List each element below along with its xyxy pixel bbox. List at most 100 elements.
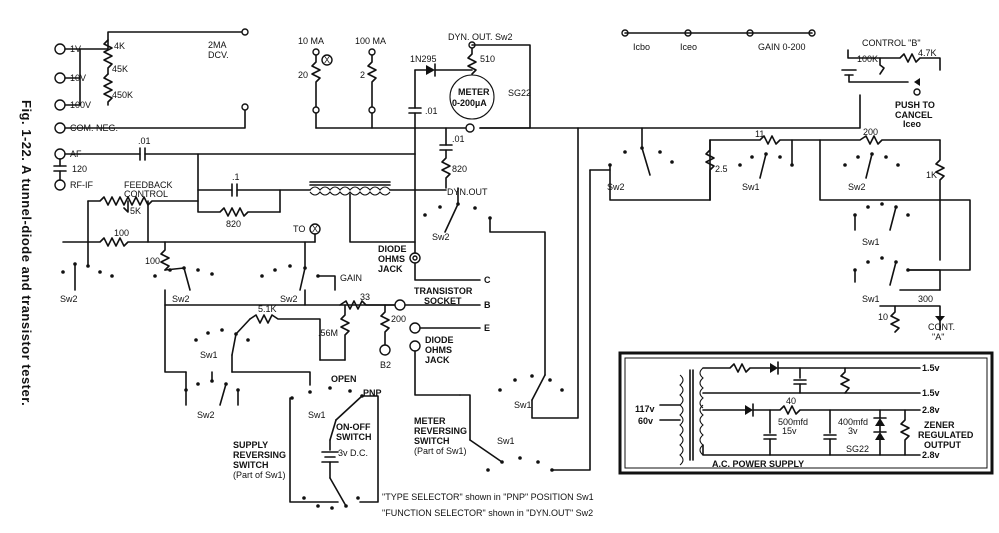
label-diode-1: DIODE bbox=[378, 244, 407, 254]
meter-reversing: METER REVERSING SWITCH (Part of Sw1) Sw1… bbox=[414, 127, 591, 472]
svg-text:X: X bbox=[312, 224, 318, 234]
switch-sw1-g: Sw1 bbox=[853, 256, 910, 304]
right-range-section: Icbo Iceo GAIN 0-200 CONTROL "B" 100K 4.… bbox=[577, 29, 971, 342]
current-shunts: 2MA DCV. 10 MA 100 MA X 20 2 bbox=[208, 36, 471, 129]
label-gain-0-200: GAIN 0-200 bbox=[758, 42, 806, 52]
note-function-selector: "FUNCTION SELECTOR" shown in "DYN.OUT" S… bbox=[382, 508, 593, 518]
label-r2: 2 bbox=[360, 70, 365, 80]
control-label: CONTROL bbox=[124, 189, 168, 199]
label-socket: SOCKET bbox=[424, 296, 462, 306]
meter-0-200ua bbox=[449, 74, 495, 120]
label-60v: 60v bbox=[638, 416, 653, 426]
coupling-transformer bbox=[309, 186, 391, 191]
label-meter-rev: METER bbox=[414, 416, 446, 426]
label-dcv: DCV. bbox=[208, 50, 229, 60]
label-r4-7k: 4.7K bbox=[918, 48, 937, 58]
supply-reversing: Sw2 OPEN PNP Sw1 ON-OFF SWITCH 3v D.C. S… bbox=[184, 371, 594, 518]
label-c01a: .01 bbox=[425, 106, 438, 116]
label-r2-5: 2.5 bbox=[715, 164, 728, 174]
input-terminals: 1V 10V 100V COM. NEG. AF RF-IF 120 4K 45… bbox=[53, 28, 249, 191]
switch-sw1-c: Sw1 bbox=[498, 374, 564, 410]
switch-sw2-f: Sw2 bbox=[607, 127, 674, 192]
label-sw1-c: Sw1 bbox=[514, 400, 532, 410]
label-out-4: 2.8v bbox=[922, 450, 940, 460]
label-c500v: 15v bbox=[782, 426, 797, 436]
label-r820-meter: 820 bbox=[452, 164, 467, 174]
label-r5-1k: 5.1K bbox=[258, 304, 277, 314]
label-output: OUTPUT bbox=[924, 440, 962, 450]
label-c: C bbox=[484, 275, 491, 285]
node-com bbox=[241, 103, 249, 111]
x-marker bbox=[321, 54, 333, 66]
label-1n295: 1N295 bbox=[410, 54, 437, 64]
switch-sw2-b: Sw2 bbox=[153, 266, 214, 304]
label-part-sw1: (Part of Sw1) bbox=[233, 470, 286, 480]
label-r100a: 100 bbox=[114, 228, 129, 238]
label-b2: B2 bbox=[380, 360, 391, 370]
meter-range: 0-200µA bbox=[452, 98, 487, 108]
label-diode-2: DIODE bbox=[425, 335, 454, 345]
feedback-network: .01 .1 820 FEEDBACK CONTROL 5K 100 100 T… bbox=[62, 136, 447, 271]
meter-label: METER bbox=[458, 87, 490, 97]
feedback-label: FEEDBACK bbox=[124, 180, 173, 190]
note-type-selector: "TYPE SELECTOR" shown in "PNP" POSITION … bbox=[382, 492, 594, 502]
terminal-100v bbox=[54, 99, 66, 111]
label-sg22-ps: SG22 bbox=[846, 444, 869, 454]
svg-text:X: X bbox=[324, 55, 330, 65]
switch-sw2-a: Sw2 bbox=[60, 241, 114, 304]
terminal-af bbox=[54, 148, 66, 160]
label-gain: GAIN bbox=[340, 273, 362, 283]
label-rf-if: RF-IF bbox=[70, 180, 93, 190]
label-batt: 3v D.C. bbox=[338, 448, 368, 458]
switch-sw1-d: Sw1 bbox=[469, 436, 554, 472]
label-reversing: REVERSING bbox=[233, 450, 286, 460]
label-r300: 300 bbox=[918, 294, 933, 304]
left-switch-row: Sw2 Sw2 Sw2 GAIN 33 5.1K .56M bbox=[60, 241, 396, 386]
label-r56m: .56M bbox=[318, 328, 338, 338]
label-117v: 117v bbox=[635, 404, 655, 414]
label-c500: 500mfd bbox=[778, 417, 808, 427]
switch-sw2-e: Sw2 bbox=[184, 371, 240, 420]
label-sw2-f: Sw2 bbox=[607, 182, 625, 192]
label-r100k: 100K bbox=[857, 54, 878, 64]
label-cancel: CANCEL bbox=[895, 110, 933, 120]
label-out-3: 2.8v bbox=[922, 405, 940, 415]
label-switch: SWITCH bbox=[336, 432, 372, 442]
label-meter-switch: SWITCH bbox=[414, 436, 450, 446]
label-r200-right: 200 bbox=[863, 127, 878, 137]
label-2ma: 2MA bbox=[208, 40, 227, 50]
label-sw2-a: Sw2 bbox=[60, 294, 78, 304]
ac-power-supply: A.C. POWER SUPPLY 117v 60v 1.5v 1.5v 40 … bbox=[618, 351, 994, 475]
switch-sw1-a: Sw1 bbox=[194, 318, 251, 360]
label-to: TO bbox=[293, 224, 305, 234]
label-c400: 400mfd bbox=[838, 417, 868, 427]
label-iceo: Iceo bbox=[680, 42, 697, 52]
terminal-10v bbox=[54, 72, 66, 84]
label-jack-1: JACK bbox=[378, 264, 403, 274]
label-ohms-1: OHMS bbox=[378, 254, 405, 264]
label-meter-reversing: REVERSING bbox=[414, 426, 467, 436]
label-regulated: REGULATED bbox=[918, 430, 974, 440]
label-ohms-2: OHMS bbox=[425, 345, 452, 355]
label-open: OPEN bbox=[331, 374, 357, 384]
switch-sw1-e: Sw1 bbox=[738, 152, 794, 192]
meter-section: METER 0-200µA DYN. OUT. Sw2 510 SG22 1N2… bbox=[408, 32, 531, 189]
label-c01b: .01 bbox=[452, 134, 465, 144]
label-r33: 33 bbox=[360, 292, 370, 302]
terminal-com-neg bbox=[54, 122, 66, 134]
transistor-socket-area: DIODE OHMS JACK C TRANSISTOR SOCKET B 20… bbox=[378, 153, 546, 396]
label-10ma: 10 MA bbox=[298, 36, 324, 46]
label-100ma: 100 MA bbox=[355, 36, 386, 46]
label-c1: .1 bbox=[232, 172, 240, 182]
switch-sw1-f: Sw1 bbox=[853, 202, 910, 247]
label-c400v: 3v bbox=[848, 426, 858, 436]
label-sw2-g: Sw2 bbox=[848, 182, 866, 192]
figure-caption: Fig. 1-22. A tunnel-diode and transistor… bbox=[19, 100, 34, 406]
label-r450k: 450K bbox=[112, 90, 133, 100]
label-r200-socket: 200 bbox=[391, 314, 406, 324]
label-meter-part: (Part of Sw1) bbox=[414, 446, 467, 456]
label-iceo-2: Iceo bbox=[903, 119, 922, 129]
label-jack-2: JACK bbox=[425, 355, 450, 365]
power-supply-title: A.C. POWER SUPPLY bbox=[712, 459, 804, 469]
